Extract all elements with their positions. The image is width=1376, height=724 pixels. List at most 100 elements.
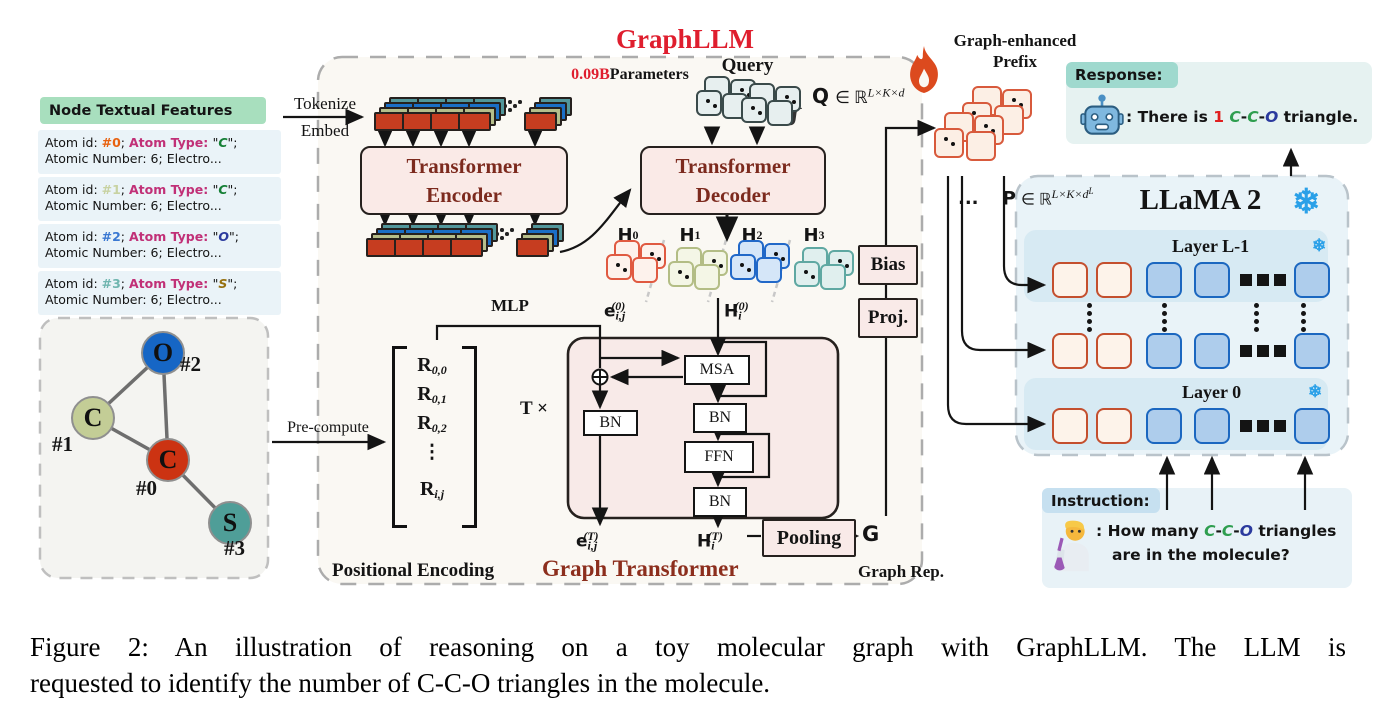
- prefix-label-line1: Graph-enhanced: [953, 31, 1077, 50]
- atom-c: C: [1229, 108, 1241, 126]
- quote: ";: [227, 276, 238, 291]
- parameters-text: Parameters: [609, 66, 689, 83]
- atom-type-label: Atom Type:: [128, 276, 213, 291]
- node-element: S: [222, 508, 238, 537]
- graph-rep-label: Graph Rep.: [858, 562, 944, 581]
- bn-bottom-box: BN: [693, 487, 747, 517]
- h-sub: 1: [694, 228, 701, 242]
- atom-o: O: [1239, 522, 1253, 540]
- figure-caption-line1: Figure 2: An illustration of reasoning o…: [30, 632, 1346, 662]
- token-embedding-stack: [458, 97, 506, 131]
- instruction-line2: are in the molecule?: [1112, 546, 1290, 564]
- atom-id-value: #1: [101, 182, 121, 197]
- ffn-box: FFN: [684, 441, 754, 473]
- token-embedding-stack: [516, 223, 564, 257]
- response-count: 1: [1213, 108, 1224, 126]
- token-embedding-stack: [524, 97, 572, 131]
- node-tag: #1: [52, 432, 73, 456]
- llama-token-card: [1146, 262, 1182, 298]
- h-sup: (T): [707, 529, 723, 543]
- separator: ;: [120, 276, 129, 291]
- encoder-line2: Encoder: [426, 182, 502, 207]
- e-in-label: ei,j(0): [604, 299, 625, 324]
- quote: ";: [227, 182, 238, 197]
- molecule-node-c1: C: [71, 396, 115, 440]
- node-tag: #2: [180, 352, 201, 376]
- llama-token-card: [1294, 262, 1330, 298]
- p-symbol: P: [1002, 187, 1016, 210]
- llama-token-card: [1294, 333, 1330, 369]
- r-base: R: [417, 412, 432, 434]
- separator: ;: [120, 229, 129, 244]
- token-card-cluster: [932, 112, 1010, 170]
- e-sup: (T): [583, 529, 599, 543]
- r-sub: 0,0: [431, 363, 447, 377]
- scientist-icon: [1054, 520, 1089, 572]
- node-element: C: [83, 403, 103, 432]
- quote: ";: [228, 229, 239, 244]
- node-textual-features-panel: Node Textual Features Atom id: #0; Atom …: [38, 97, 281, 323]
- graph-rep-symbol: G: [862, 522, 880, 546]
- token-card: [632, 257, 658, 283]
- atom-line2: Atomic Number: 6; Electro...: [45, 198, 222, 213]
- llama-title: LLaMA 2: [1139, 184, 1262, 216]
- snowflake-icon: ❄: [1312, 236, 1327, 255]
- bn-mid-box: BN: [693, 403, 747, 433]
- token-card: [606, 254, 632, 280]
- vertical-ellipsis: [1087, 303, 1092, 333]
- atom-id-value: #3: [101, 276, 121, 291]
- token-card: [966, 131, 996, 161]
- parameters-label: 0.09B Parameters: [545, 66, 715, 84]
- q-dimension-label: Q ∈ ℝL×K×d: [812, 84, 904, 108]
- token-embedding-stack: [450, 223, 498, 257]
- atom-id-label: Atom id:: [45, 182, 102, 197]
- node-feature-item: Atom id: #0; Atom Type: "C"; Atomic Numb…: [38, 130, 281, 174]
- instruction-line1: : How many C-C-O triangles: [1096, 522, 1336, 540]
- matrix-vdots: ⋮: [422, 442, 442, 463]
- matrix-entry: R0,1: [400, 383, 464, 407]
- square-dot: [1240, 420, 1252, 432]
- encoder-line1: Transformer: [406, 154, 522, 179]
- quote: ";: [227, 135, 238, 150]
- response-text: : There is 1 C-C-O triangle.: [1126, 108, 1358, 126]
- token-card-cluster: [792, 247, 870, 305]
- llama-token-card: [1096, 408, 1132, 444]
- atom-line2: Atomic Number: 6; Electro...: [45, 245, 222, 260]
- node-tag: #0: [136, 476, 157, 500]
- node-feature-item: Atom id: #3; Atom Type: "S"; Atomic Numb…: [38, 271, 281, 315]
- p-dimension-label: P ∈ ℝL×K×dL: [1002, 186, 1094, 209]
- mlp-label: MLP: [491, 296, 529, 315]
- msa-box: MSA: [684, 355, 750, 385]
- atom-type-value: O: [218, 229, 229, 244]
- e-out-label: ei,j(T): [576, 529, 599, 554]
- square-dot: [1274, 345, 1286, 357]
- response-seg: triangle.: [1278, 108, 1359, 126]
- instruction-seg: triangles: [1252, 522, 1337, 540]
- square-dot: [1274, 274, 1286, 286]
- token-layer: [458, 112, 491, 131]
- q-exponent: L×K×d: [867, 85, 905, 100]
- h-sub: 3: [818, 228, 825, 242]
- response-seg: : There is: [1126, 108, 1214, 126]
- atom-id-label: Atom id:: [45, 229, 102, 244]
- decoder-line1: Transformer: [675, 154, 791, 179]
- tokenize-label: Tokenize: [293, 94, 357, 113]
- llama-token-card: [1146, 408, 1182, 444]
- atom-line2: Atomic Number: 6; Electro...: [45, 151, 222, 166]
- llama-token-card: [1146, 333, 1182, 369]
- matrix-entry: R0,2: [400, 412, 464, 436]
- r-base: R: [417, 383, 432, 405]
- square-dot: [1240, 345, 1252, 357]
- r-sub: 0,1: [431, 392, 447, 406]
- ellipsis-squares: [1240, 420, 1286, 432]
- node-element: C: [158, 445, 178, 474]
- e-sup: (0): [611, 299, 626, 313]
- molecule-node-o: O: [141, 331, 185, 375]
- matrix-bracket-right: [462, 346, 477, 528]
- token-card: [741, 97, 767, 123]
- atom-type-label: Atom Type:: [128, 135, 213, 150]
- token-card: [934, 128, 964, 158]
- atom-type-label: Atom Type:: [128, 229, 213, 244]
- layer-bottom-label: Layer 0: [1182, 382, 1242, 402]
- square-dot: [1240, 274, 1252, 286]
